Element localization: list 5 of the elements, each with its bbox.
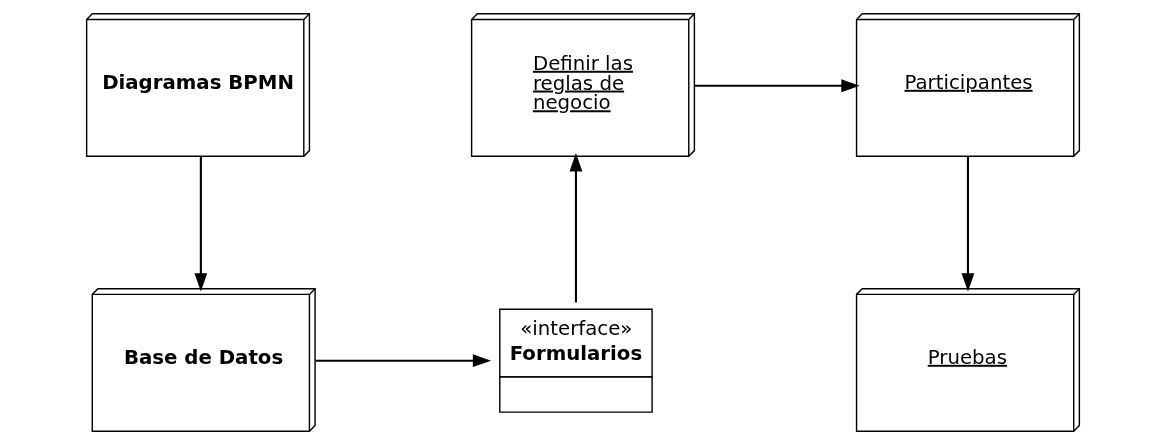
- arrow: [315, 354, 492, 368]
- arrow: [961, 156, 975, 292]
- arrow: [694, 79, 860, 93]
- arrow: [194, 156, 208, 292]
- arrow: [569, 153, 583, 303]
